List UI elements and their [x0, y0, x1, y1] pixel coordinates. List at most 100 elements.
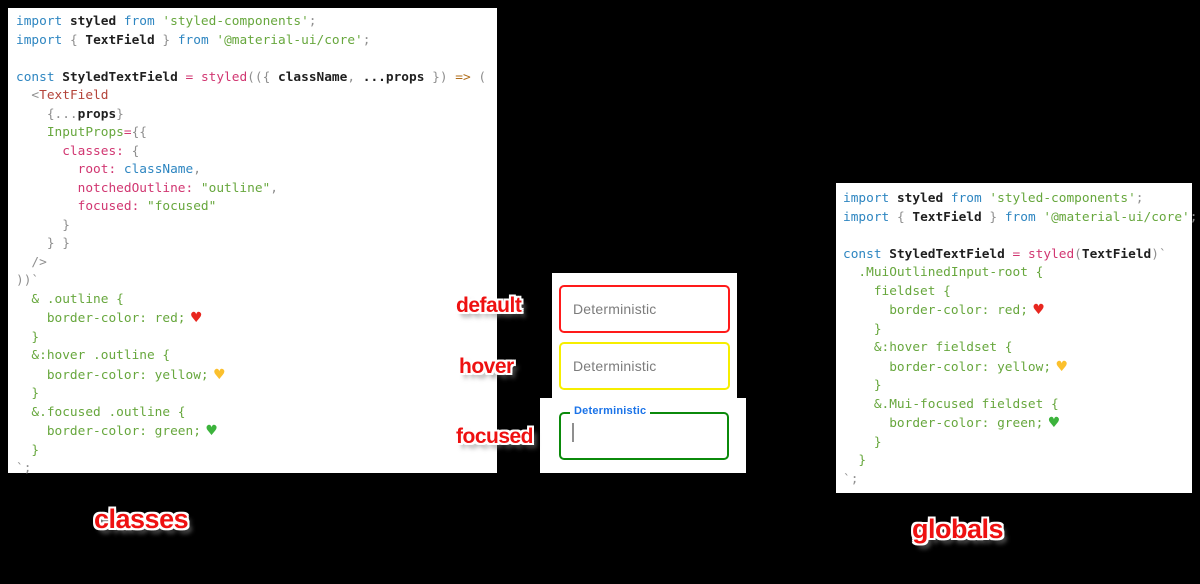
- code-line: import styled from 'styled-components';: [843, 190, 1192, 209]
- code-token: ;: [1189, 209, 1198, 225]
- code-line: border-color: yellow; ♥: [843, 358, 1192, 378]
- code-token: =>: [447, 69, 471, 85]
- code-line: [843, 227, 1192, 246]
- code-line: classes: {: [16, 143, 497, 162]
- red-heart-icon: ♥: [1027, 302, 1045, 318]
- code-token: className: [270, 69, 348, 85]
- code-line: border-color: red; ♥: [843, 301, 1192, 321]
- code-token: StyledTextField: [54, 69, 178, 85]
- code-token: border-color: green;: [843, 416, 1044, 431]
- yellow-heart-icon: ♥: [1051, 358, 1069, 375]
- code-token: import: [16, 14, 63, 29]
- code-token: const: [843, 246, 882, 262]
- code-token: styled: [193, 69, 248, 85]
- code-token: ;: [308, 14, 317, 29]
- code-token: border-color: green;: [16, 424, 201, 439]
- code-token: }: [843, 321, 882, 337]
- code-token: `;: [16, 461, 32, 476]
- code-token: )`: [1151, 246, 1167, 262]
- code-block-globals: import styled from 'styled-components';i…: [836, 183, 1197, 493]
- code-token: border-color: yellow;: [16, 367, 209, 383]
- code-line: } }: [16, 235, 497, 254]
- code-line: fieldset {: [843, 283, 1192, 302]
- code-line: border-color: yellow; ♥: [16, 366, 497, 386]
- code-token: ;: [362, 32, 371, 48]
- code-line: notchedOutline: "outline",: [16, 180, 497, 199]
- yellow-heart-icon: ♥: [208, 366, 226, 383]
- code-token: focused:: [16, 199, 140, 214]
- code-line: `;: [843, 471, 1192, 490]
- code-token: }: [843, 434, 882, 450]
- textfield-focused-floating-label: Deterministic: [570, 405, 651, 417]
- code-line: border-color: red; ♥: [16, 309, 497, 329]
- code-token: fieldset {: [843, 283, 951, 299]
- code-token: border-color: red;: [843, 303, 1028, 318]
- textfield-default[interactable]: Deterministic: [559, 285, 730, 333]
- code-token: }): [424, 69, 448, 85]
- code-token: ,: [347, 69, 356, 85]
- code-token: '@material-ui/core': [1035, 209, 1190, 225]
- code-line: InputProps={{: [16, 124, 497, 143]
- green-heart-icon: ♥: [1043, 415, 1061, 431]
- textfield-hover-label: Deterministic: [573, 358, 657, 374]
- text-cursor: [572, 423, 574, 442]
- code-block-classes: import styled from 'styled-components';i…: [8, 8, 497, 476]
- code-token: 'styled-components': [981, 191, 1136, 206]
- code-token: {{: [131, 125, 148, 140]
- code-token: }: [16, 217, 70, 233]
- annotation-classes: classes: [94, 504, 189, 534]
- code-token: (({: [247, 69, 271, 85]
- code-token: =: [123, 125, 132, 140]
- code-token: {...: [16, 106, 78, 122]
- code-token: & .outline {: [16, 291, 124, 307]
- code-token: (: [1074, 246, 1082, 262]
- code-line: &.focused .outline {: [16, 404, 497, 423]
- code-token: }: [154, 32, 171, 48]
- code-token: classes:: [16, 143, 124, 159]
- code-token: import: [843, 209, 890, 225]
- code-token: "focused": [139, 199, 217, 214]
- textfield-hover[interactable]: Deterministic: [559, 342, 730, 390]
- code-line: ))`: [16, 272, 497, 291]
- code-line: }: [16, 329, 497, 348]
- code-token: border-color: yellow;: [843, 359, 1052, 375]
- code-token: } }: [16, 236, 70, 251]
- code-line: &:hover fieldset {: [843, 339, 1192, 358]
- code-line: />: [16, 254, 497, 273]
- code-token: &:hover .outline {: [16, 348, 171, 363]
- textfield-default-label: Deterministic: [573, 301, 657, 317]
- code-token: {: [123, 143, 140, 159]
- code-token: TextField: [39, 88, 109, 103]
- code-line: `;: [16, 460, 497, 479]
- code-token: TextField: [1081, 246, 1152, 262]
- code-token: =: [1004, 246, 1021, 262]
- code-line: &.Mui-focused fieldset {: [843, 396, 1192, 415]
- code-line: [16, 50, 497, 69]
- code-token: <: [16, 88, 40, 103]
- code-line: import styled from 'styled-components';: [16, 13, 497, 32]
- code-token: const: [16, 69, 55, 85]
- code-token: .MuiOutlinedInput-root {: [843, 265, 1044, 280]
- code-token: }: [843, 378, 882, 393]
- annotation-globals: globals: [912, 514, 1004, 544]
- code-token: StyledTextField: [881, 246, 1005, 262]
- code-token: `;: [843, 471, 859, 487]
- code-token: ,: [270, 180, 278, 196]
- code-line: .MuiOutlinedInput-root {: [843, 264, 1192, 283]
- code-token: ,: [193, 162, 201, 177]
- code-line: }: [16, 385, 497, 404]
- code-token: }: [16, 386, 40, 401]
- code-token: ;: [1135, 191, 1144, 206]
- code-line: focused: "focused": [16, 198, 497, 217]
- code-token: {: [889, 209, 905, 225]
- code-token: styled: [62, 14, 117, 29]
- code-token: InputProps: [16, 125, 124, 140]
- code-line: <TextField: [16, 87, 497, 106]
- textfield-focused[interactable]: Deterministic: [559, 405, 729, 460]
- code-token: }: [16, 442, 40, 458]
- code-line: import { TextField } from '@material-ui/…: [843, 209, 1197, 228]
- code-line: }: [16, 217, 497, 236]
- code-line: }: [843, 434, 1192, 453]
- code-token: =: [177, 69, 194, 85]
- code-line: const StyledTextField = styled(TextField…: [843, 246, 1192, 265]
